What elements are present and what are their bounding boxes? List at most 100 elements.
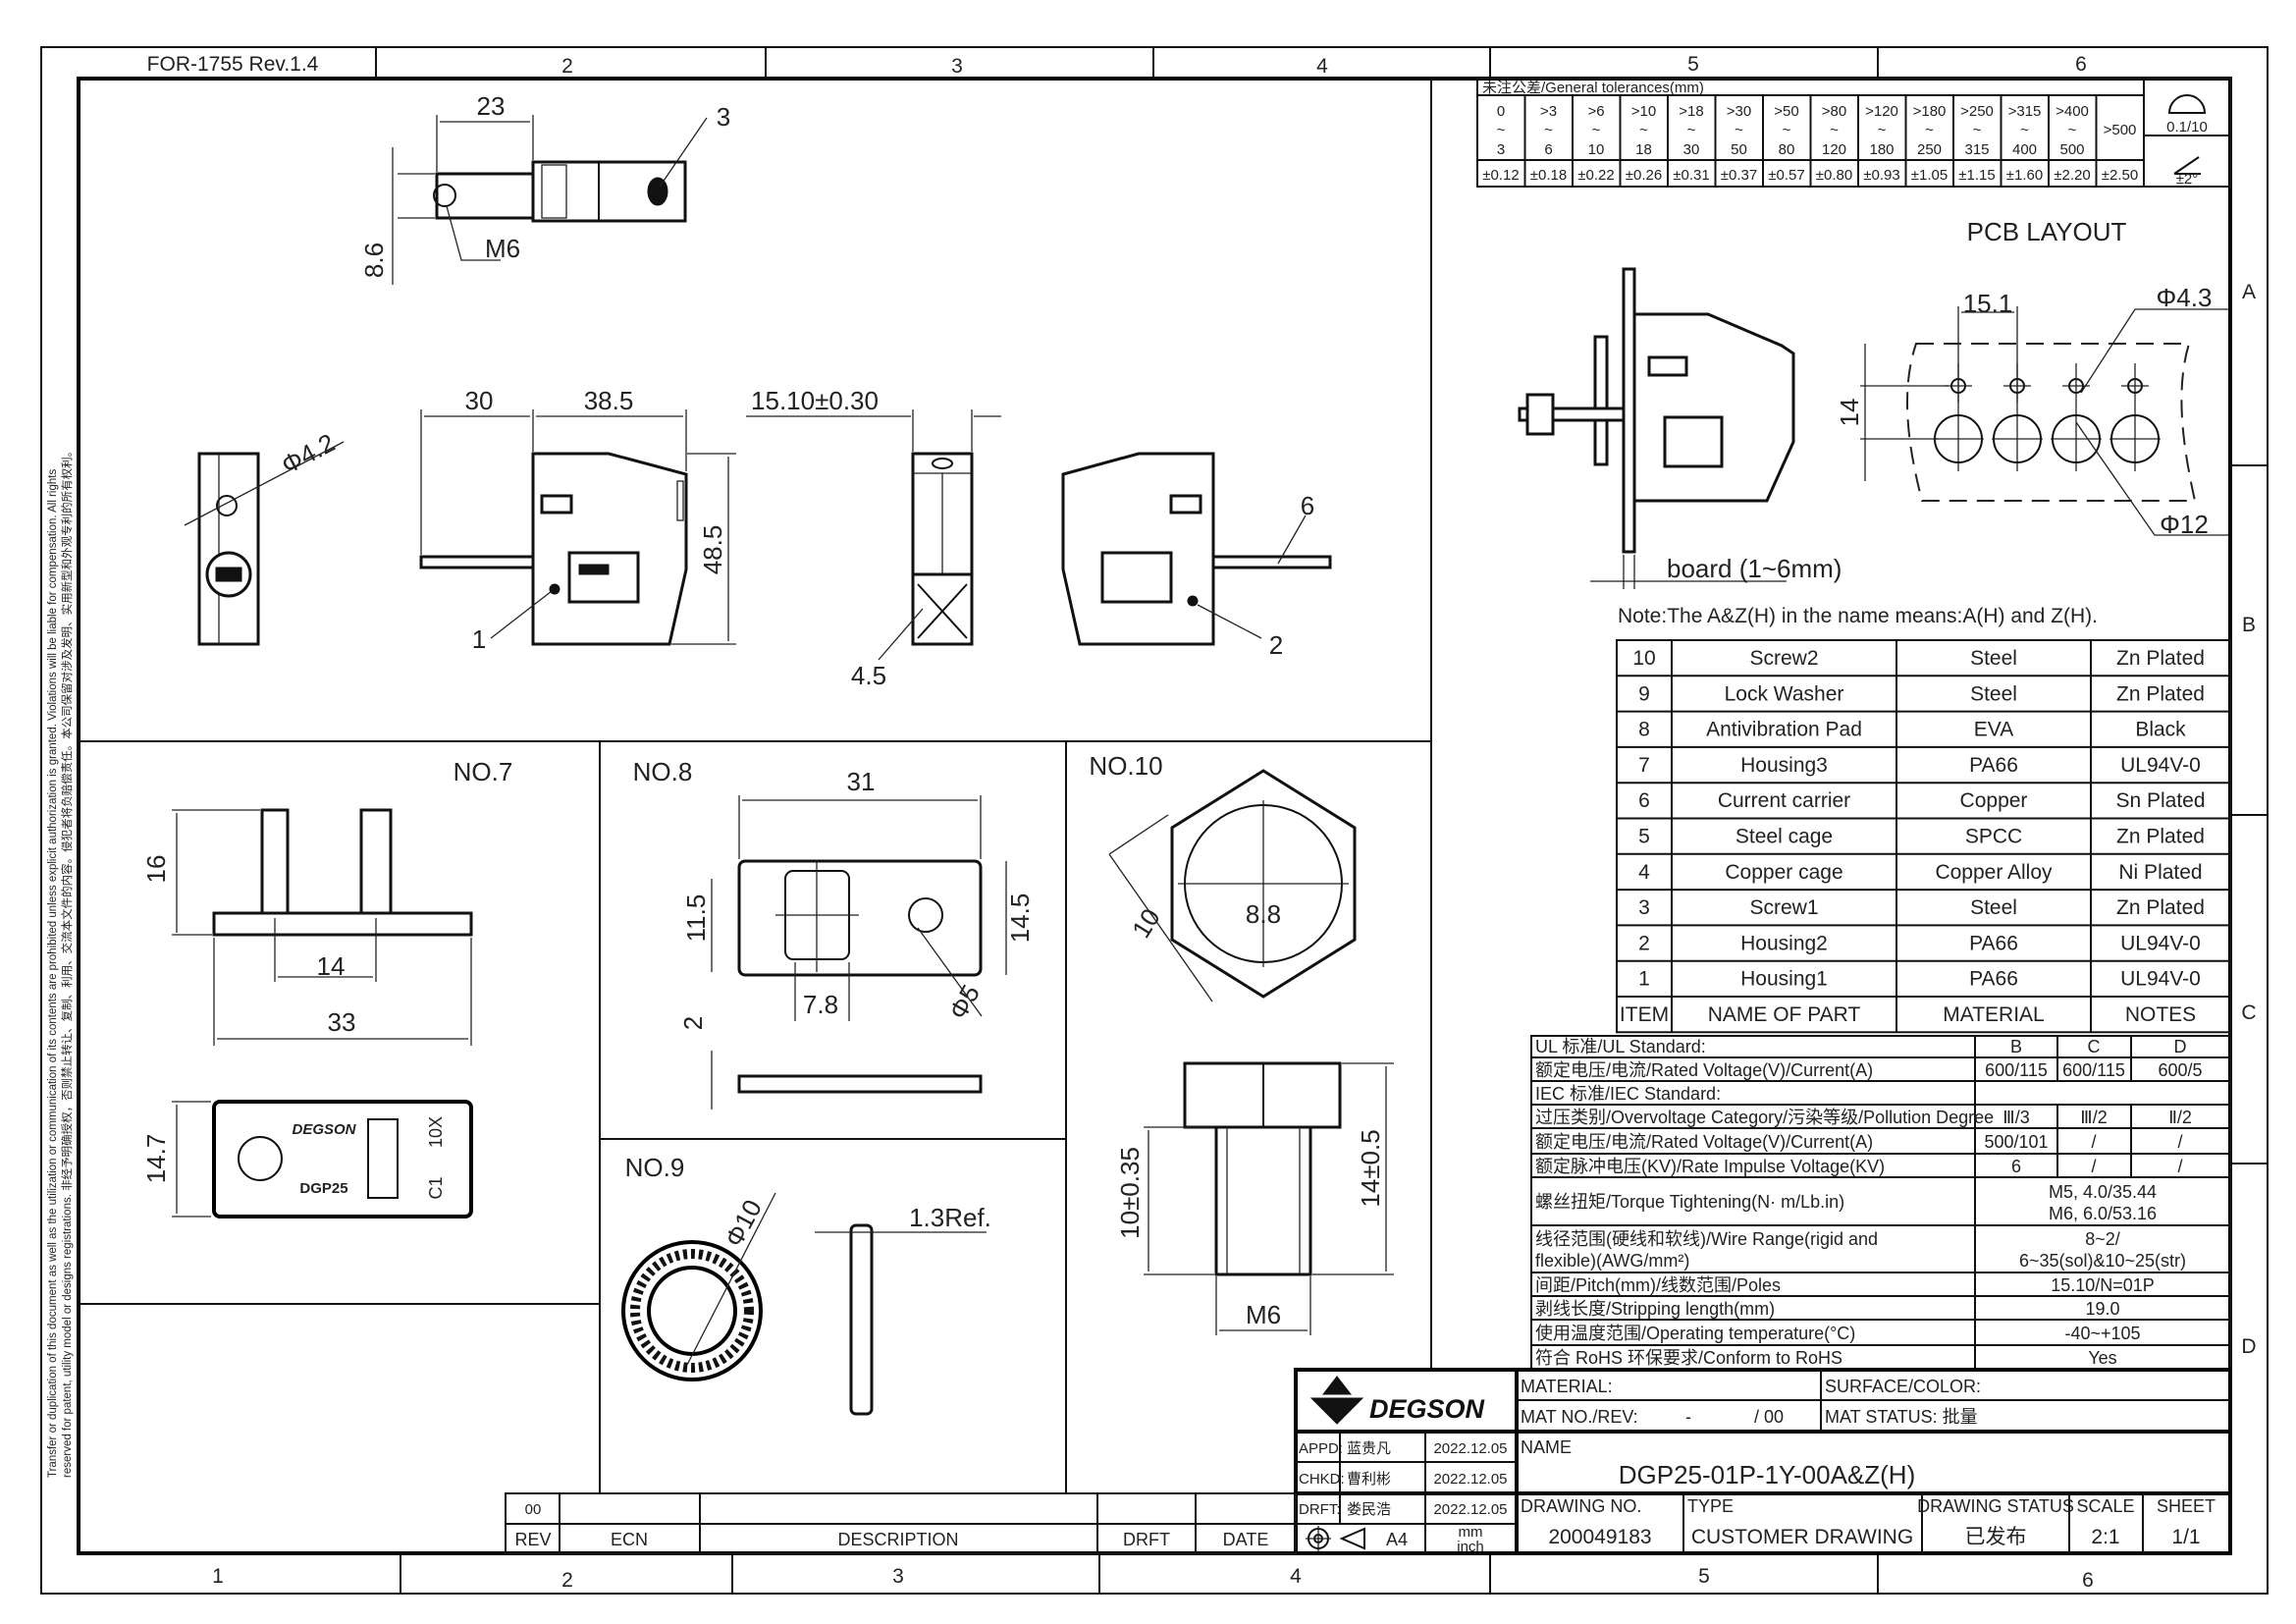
- tolerance-range-from: >80: [1822, 103, 1846, 120]
- parts-table-cell: Steel: [1970, 682, 2017, 705]
- tolerance-value: ±1.05: [1911, 167, 1948, 184]
- tolerance-range-from: >3: [1540, 103, 1557, 120]
- tolerance-range-from: >50: [1774, 103, 1798, 120]
- no10-total-dim: 14±0.5: [1356, 1129, 1385, 1207]
- top-view-height-dim: 8.6: [359, 243, 389, 278]
- no8-thickness-dim: 2: [678, 1016, 708, 1030]
- ul-rated-b: 600/115: [1985, 1060, 2048, 1080]
- parts-table-cell: Screw2: [1749, 647, 1818, 670]
- tolerance-range-from: >400: [2056, 103, 2089, 120]
- ecn-header: ECN: [611, 1530, 648, 1549]
- impulse-d: /: [2177, 1157, 2182, 1176]
- parts-table-header: MATERIAL: [1943, 1003, 2044, 1026]
- ul-rated-d: 600/5: [2158, 1060, 2202, 1080]
- zone-top-4: 4: [1316, 55, 1328, 78]
- tolerance-range-tilde: ~: [2068, 122, 2077, 138]
- torque-m6: M6, 6.0/53.16: [2049, 1204, 2157, 1223]
- pcb-row-offset-dim: 14: [1835, 399, 1864, 427]
- tolerance-title: 未注公差/General tolerances(mm): [1482, 80, 1704, 96]
- revision-value: 00: [525, 1501, 542, 1518]
- parts-table-cell: Zn Plated: [2116, 647, 2205, 670]
- detail-no10-screw: [1108, 769, 1394, 1335]
- board-thickness-label: board (1~6mm): [1667, 554, 1842, 583]
- parts-table-cell: SPCC: [1965, 826, 2022, 848]
- parts-table-cell: Antivibration Pad: [1706, 719, 1862, 741]
- tolerance-value: ±2.20: [2054, 167, 2090, 184]
- tolerance-range-to: 30: [1683, 141, 1700, 158]
- no7-brand-mark: DEGSON: [292, 1121, 356, 1138]
- no8-window-dim: 7.8: [803, 990, 838, 1019]
- tolerance-range-tilde: ~: [1639, 122, 1648, 138]
- drft-date: 2022.12.05: [1433, 1501, 1507, 1518]
- parts-table-header: NOTES: [2125, 1003, 2196, 1026]
- tolerance-value: ±0.26: [1626, 167, 1662, 184]
- drawing-status-label: DRAWING STATUS: [1917, 1496, 2074, 1516]
- rohs-value: Yes: [2088, 1348, 2116, 1368]
- tolerance-value: ±2.50: [2102, 167, 2138, 184]
- legal-notice-line2: reserved for patent, utility model or de…: [60, 446, 74, 1478]
- tolerance-value: ±0.93: [1863, 167, 1899, 184]
- parts-table-cell: PA66: [1969, 754, 2018, 777]
- detail-no9-label: NO.9: [625, 1153, 685, 1182]
- parts-table-cell: Current carrier: [1718, 789, 1850, 812]
- pitch-label: 间距/Pitch(mm)/线数范围/Poles: [1535, 1275, 1781, 1295]
- tolerance-range-from: >120: [1865, 103, 1898, 120]
- top-view: [392, 115, 708, 285]
- scale-value: 2:1: [2091, 1526, 2119, 1548]
- tolerance-range-tilde: ~: [1830, 122, 1839, 138]
- drft-role: DRFT:: [1299, 1501, 1341, 1518]
- parts-table-cell: Black: [2135, 719, 2186, 741]
- tolerance-range-tilde: ~: [1735, 122, 1743, 138]
- zone-top-5: 5: [1687, 53, 1699, 76]
- appd-name: 蓝贵凡: [1347, 1440, 1391, 1457]
- title-block: [1294, 1368, 2232, 1555]
- no10-thread-dim: M6: [1246, 1300, 1281, 1329]
- tolerance-range-to: 120: [1822, 141, 1846, 158]
- front-view-height-dim: 48.5: [698, 525, 727, 575]
- back-view: [1061, 452, 1332, 646]
- parts-table-cell: Zn Plated: [2116, 826, 2205, 848]
- iec-rated-b: 500/101: [1984, 1132, 2048, 1152]
- no8-right-dim: 14.5: [1005, 893, 1035, 944]
- tolerance-range-to: 315: [1964, 141, 1989, 158]
- zone-bottom-2: 2: [561, 1569, 573, 1592]
- no8-left-dim: 11.5: [681, 894, 711, 943]
- zone-side-a: A: [2242, 281, 2256, 303]
- sheet-value: 1/1: [2171, 1526, 2200, 1548]
- torque-m5: M5, 4.0/35.44: [2049, 1182, 2157, 1202]
- col-b: B: [2010, 1037, 2022, 1056]
- tolerance-range-to: 400: [2012, 141, 2037, 158]
- tolerance-range-from: >6: [1587, 103, 1604, 120]
- tolerance-range-tilde: ~: [1973, 122, 1982, 138]
- drft-header: DRFT: [1123, 1530, 1170, 1549]
- front-view-pin-dim: 30: [465, 386, 494, 415]
- detail-no8-cage: [711, 795, 1007, 1110]
- balloon-1: 1: [472, 624, 486, 654]
- parts-table-cell: 7: [1638, 754, 1650, 777]
- iec-rated-label: 额定电压/电流/Rated Voltage(V)/Current(A): [1535, 1132, 1873, 1152]
- tolerance-value: ±0.37: [1721, 167, 1757, 184]
- tolerance-value: ±0.80: [1816, 167, 1852, 184]
- revision-block: [505, 1492, 1297, 1554]
- legal-notice-line1: Transfer or duplication of this document…: [47, 469, 59, 1478]
- pcb-pitch-dim: 15.1: [1963, 289, 2013, 318]
- temperature-value: -40~+105: [2064, 1324, 2140, 1343]
- tolerance-value: ±1.60: [2006, 167, 2043, 184]
- tolerance-range-to: 180: [1869, 141, 1894, 158]
- parts-table-cell: PA66: [1969, 968, 2018, 991]
- tolerance-range-to: 10: [1588, 141, 1605, 158]
- tolerance-value: ±0.22: [1577, 167, 1614, 184]
- impulse-label: 额定脉冲电压(KV)/Rate Impulse Voltage(KV): [1535, 1157, 1885, 1176]
- tolerance-range-tilde: ~: [1878, 122, 1887, 138]
- parts-table-cell: 8: [1638, 719, 1650, 741]
- front-view: [419, 409, 736, 646]
- parts-table-header: NAME OF PART: [1708, 1003, 1861, 1026]
- parts-table-cell: Housing3: [1740, 754, 1828, 777]
- top-view-thread-label: M6: [485, 234, 520, 263]
- tolerance-range-tilde: ~: [1783, 122, 1791, 138]
- pcb-mounting-view: [1518, 267, 1795, 589]
- overvoltage-b: Ⅲ/3: [2002, 1108, 2029, 1127]
- top-view-width-dim: 23: [477, 91, 506, 121]
- tolerance-range-from: >315: [2008, 103, 2042, 120]
- parts-table-cell: 4: [1638, 861, 1650, 884]
